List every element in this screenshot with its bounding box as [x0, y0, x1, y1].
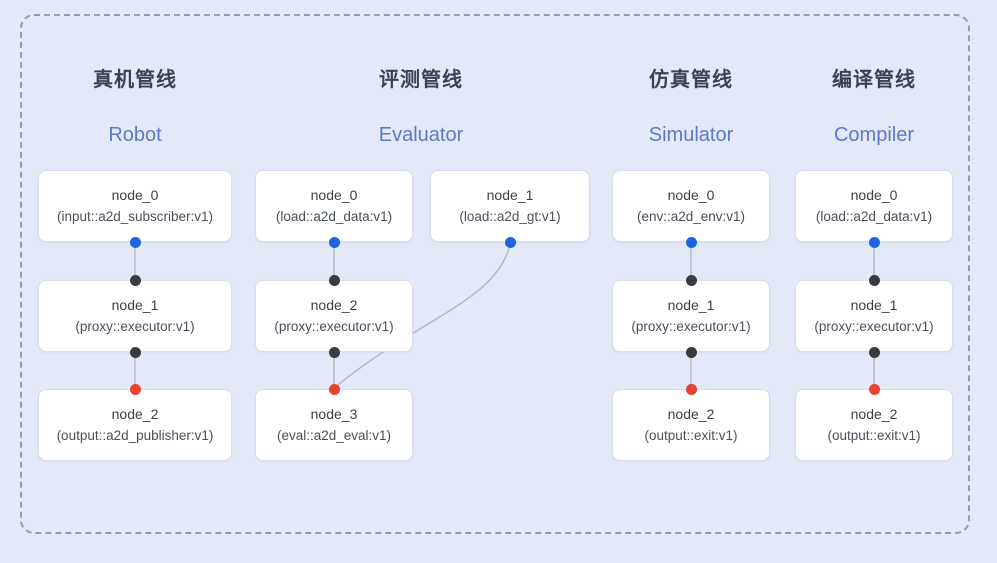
node-name: node_2	[850, 406, 898, 422]
group-title-zh-compiler: 编译管线	[832, 69, 916, 91]
connection-dot-dark	[868, 346, 880, 358]
group-title-zh-simulator: 仿真管线	[649, 69, 733, 91]
node-card-evaluator-node2: node_2 (proxy::executor:v1)	[255, 280, 413, 352]
node-type: (input::a2d_subscriber:v1)	[56, 209, 214, 224]
node-type: (output::exit:v1)	[644, 428, 738, 443]
node-name: node_2	[667, 406, 715, 422]
edge-evaluator-1-3-curve	[337, 243, 511, 386]
connection-dot-dark	[685, 346, 697, 358]
connection-dot-red	[868, 383, 880, 395]
group-title-en-robot: Robot	[108, 124, 162, 146]
node-card-compiler-node1: node_1 (proxy::executor:v1)	[795, 280, 953, 352]
node-name: node_1	[486, 187, 534, 203]
node-name: node_0	[667, 187, 715, 203]
node-name: node_2	[111, 406, 159, 422]
node-name: node_2	[310, 297, 358, 313]
node-card-simulator-node0: node_0 (env::a2d_env:v1)	[612, 170, 770, 242]
node-type: (env::a2d_env:v1)	[636, 209, 746, 224]
node-type: (proxy::executor:v1)	[274, 319, 394, 334]
node-card-evaluator-node0: node_0 (load::a2d_data:v1)	[255, 170, 413, 242]
node-type: (output::exit:v1)	[827, 428, 921, 443]
group-title-zh-robot: 真机管线	[93, 69, 177, 91]
node-type: (eval::a2d_eval:v1)	[276, 428, 392, 443]
connection-dot-blue	[868, 236, 880, 248]
connection-dot-dark	[328, 346, 340, 358]
node-card-robot-node0: node_0 (input::a2d_subscriber:v1)	[38, 170, 232, 242]
connection-dot-dark	[328, 274, 340, 286]
connection-dot-blue	[504, 236, 516, 248]
node-card-compiler-node2: node_2 (output::exit:v1)	[795, 389, 953, 461]
node-card-evaluator-node3: node_3 (eval::a2d_eval:v1)	[255, 389, 413, 461]
node-card-simulator-node1: node_1 (proxy::executor:v1)	[612, 280, 770, 352]
node-type: (proxy::executor:v1)	[631, 319, 751, 334]
node-card-compiler-node0: node_0 (load::a2d_data:v1)	[795, 170, 953, 242]
group-title-en-evaluator: Evaluator	[378, 124, 464, 146]
dashed-border-frame	[20, 14, 970, 534]
node-name: node_0	[310, 187, 358, 203]
connection-dot-red	[328, 383, 340, 395]
connection-dot-dark	[685, 274, 697, 286]
group-title-en-compiler: Compiler	[833, 124, 915, 146]
node-card-robot-node1: node_1 (proxy::executor:v1)	[38, 280, 232, 352]
connection-dot-blue	[685, 236, 697, 248]
connection-dot-dark	[868, 274, 880, 286]
node-type: (load::a2d_gt:v1)	[459, 209, 561, 224]
node-name: node_0	[111, 187, 159, 203]
connection-dot-red	[129, 383, 141, 395]
node-type: (proxy::executor:v1)	[814, 319, 934, 334]
group-title-en-simulator: Simulator	[648, 124, 734, 146]
connection-dot-blue	[129, 236, 141, 248]
node-name: node_1	[667, 297, 715, 313]
connection-dot-dark	[129, 274, 141, 286]
node-card-simulator-node2: node_2 (output::exit:v1)	[612, 389, 770, 461]
node-name: node_1	[850, 297, 898, 313]
connection-dot-blue	[328, 236, 340, 248]
connection-dot-dark	[129, 346, 141, 358]
node-card-evaluator-node1: node_1 (load::a2d_gt:v1)	[430, 170, 590, 242]
node-name: node_3	[310, 406, 358, 422]
connection-dot-red	[685, 383, 697, 395]
node-type: (load::a2d_data:v1)	[815, 209, 933, 224]
node-name: node_1	[111, 297, 159, 313]
node-card-robot-node2: node_2 (output::a2d_publisher:v1)	[38, 389, 232, 461]
node-type: (proxy::executor:v1)	[75, 319, 195, 334]
node-name: node_0	[850, 187, 898, 203]
group-title-zh-evaluator: 评测管线	[379, 69, 463, 91]
node-type: (output::a2d_publisher:v1)	[56, 428, 214, 443]
node-type: (load::a2d_data:v1)	[275, 209, 393, 224]
